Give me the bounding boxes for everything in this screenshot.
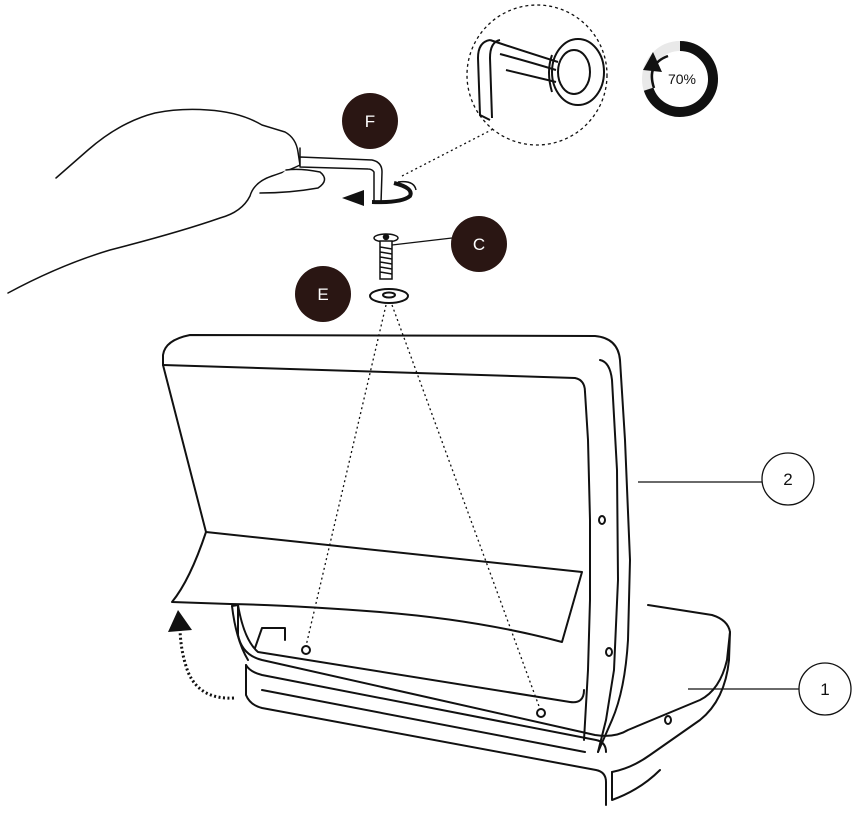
- lift-arrow-icon: [168, 610, 234, 698]
- fabric-flap: [172, 532, 582, 642]
- mount-hole-right: [537, 709, 545, 717]
- callout-2-label: 2: [783, 470, 792, 489]
- base-hole-1: [665, 716, 671, 724]
- panel-hole-1: [599, 516, 605, 524]
- callout-2: 2: [638, 453, 814, 505]
- callout-1-label: 1: [820, 680, 829, 699]
- base-part: [238, 605, 730, 805]
- mount-hole-left: [302, 646, 310, 654]
- badge-c-label: C: [473, 235, 485, 254]
- screw-icon: [374, 234, 398, 279]
- badge-f-label: F: [365, 112, 375, 131]
- badge-c: C: [392, 216, 507, 272]
- magnifier-detail-icon: [467, 5, 607, 145]
- badge-e-label: E: [317, 285, 328, 304]
- badge-e: E: [295, 266, 351, 322]
- washer-icon: [370, 289, 408, 303]
- hand-icon: [8, 109, 325, 293]
- panel-hole-2: [606, 648, 612, 656]
- rotation-percent-label: 70%: [668, 71, 696, 87]
- badge-f: F: [342, 93, 398, 149]
- rotation-indicator: 70%: [643, 46, 713, 112]
